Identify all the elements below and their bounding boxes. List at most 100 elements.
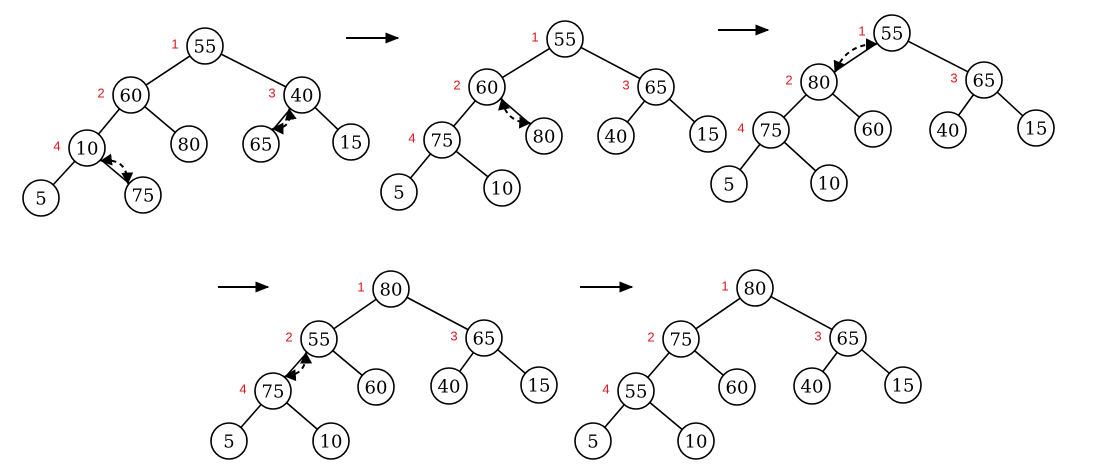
heap-node: 802: [785, 63, 838, 101]
node-value: 75: [431, 131, 454, 152]
node-value: 55: [881, 24, 904, 45]
node-index-label: 4: [239, 382, 246, 397]
node-value: 5: [35, 189, 46, 210]
tree-edge: [455, 150, 489, 178]
swap-arrow: [271, 107, 297, 135]
heap-node: 15: [689, 115, 727, 153]
node-circle: [829, 319, 867, 357]
node-value: 55: [194, 37, 217, 58]
tree-edge: [783, 94, 807, 118]
tree-edge: [822, 351, 838, 373]
swap-arrow: [833, 38, 878, 74]
node-value: 75: [670, 330, 693, 351]
node-circle: [525, 117, 563, 155]
heap-node: 5: [710, 165, 748, 203]
heap-node: 551: [171, 27, 224, 65]
tree-edge: [500, 98, 531, 125]
node-value: 10: [76, 139, 99, 160]
node-circle: [283, 76, 321, 114]
node-circle: [597, 117, 635, 155]
node-index-label: 2: [647, 330, 654, 345]
heap-node: 80: [170, 125, 208, 163]
tree-edge: [783, 141, 817, 172]
node-circle: [637, 68, 675, 106]
node-index-label: 1: [531, 30, 538, 45]
swap-arrow: [283, 351, 313, 382]
node-circle: [574, 422, 612, 460]
node-value: 40: [937, 121, 960, 142]
node-index-label: 2: [785, 73, 792, 88]
heap-node: 40: [793, 367, 831, 405]
node-value: 55: [625, 382, 648, 403]
node-index-label: 4: [408, 131, 415, 146]
tree-edge: [695, 297, 741, 330]
heap-node: 5: [210, 422, 248, 460]
node-value: 10: [818, 174, 841, 195]
node-circle: [483, 169, 521, 207]
node-value: 40: [438, 377, 461, 398]
tree-edge: [145, 55, 191, 86]
heap-node: 602: [453, 68, 506, 106]
node-value: 40: [605, 127, 628, 148]
tree-edge: [286, 402, 318, 430]
tree-edge: [668, 98, 696, 123]
node-circle: [929, 111, 967, 149]
node-circle: [752, 111, 790, 149]
tree-edge: [647, 352, 670, 378]
tree-edge: [144, 106, 176, 133]
node-value: 15: [528, 376, 551, 397]
swap-arrow: [498, 97, 532, 129]
tree-edge: [580, 46, 641, 80]
heap-node: 60: [718, 368, 756, 406]
node-value: 80: [380, 280, 403, 301]
node-value: 5: [393, 183, 404, 204]
node-circle: [312, 422, 350, 460]
node-index-label: 3: [622, 78, 629, 93]
node-circle: [372, 270, 410, 308]
node-value: 65: [837, 329, 860, 350]
heap-node: 65: [242, 125, 280, 163]
node-circle: [423, 121, 461, 159]
node-index-label: 1: [721, 279, 728, 294]
node-value: 55: [554, 30, 577, 51]
node-circle: [689, 115, 727, 153]
heap-node: 801: [721, 269, 774, 307]
tree-edge: [996, 91, 1024, 117]
heap-node: 75: [124, 176, 162, 214]
tree-edge: [458, 352, 475, 372]
tree-edge: [271, 108, 292, 131]
node-value: 5: [587, 432, 598, 453]
node-value: 15: [1025, 119, 1048, 140]
node-value: 65: [973, 71, 996, 92]
heap-node: 10: [483, 169, 521, 207]
node-circle: [873, 14, 911, 52]
tree-edge: [604, 404, 625, 428]
heap-node: 15: [884, 366, 922, 404]
node-circle: [677, 422, 715, 460]
node-value: 65: [473, 329, 496, 350]
heap-node: 40: [597, 117, 635, 155]
node-value: 80: [533, 127, 556, 148]
node-circle: [662, 320, 700, 358]
node-index-label: 2: [453, 78, 460, 93]
heap-node: 15: [1017, 109, 1055, 147]
node-circle: [332, 123, 370, 161]
tree-edge: [832, 93, 860, 118]
node-value: 60: [120, 86, 143, 107]
node-value: 65: [645, 78, 668, 99]
heap-node: 5: [22, 179, 60, 217]
node-value: 10: [320, 432, 343, 453]
node-value: 10: [685, 432, 708, 453]
heap-node: 60 2: [97, 76, 150, 114]
heap-node: 15: [520, 366, 558, 404]
node-value: 40: [801, 377, 824, 398]
node-value: 55: [308, 330, 331, 351]
node-value: 65: [250, 135, 273, 156]
heap-node: 653: [814, 319, 867, 357]
node-index-label: 2: [97, 86, 104, 101]
